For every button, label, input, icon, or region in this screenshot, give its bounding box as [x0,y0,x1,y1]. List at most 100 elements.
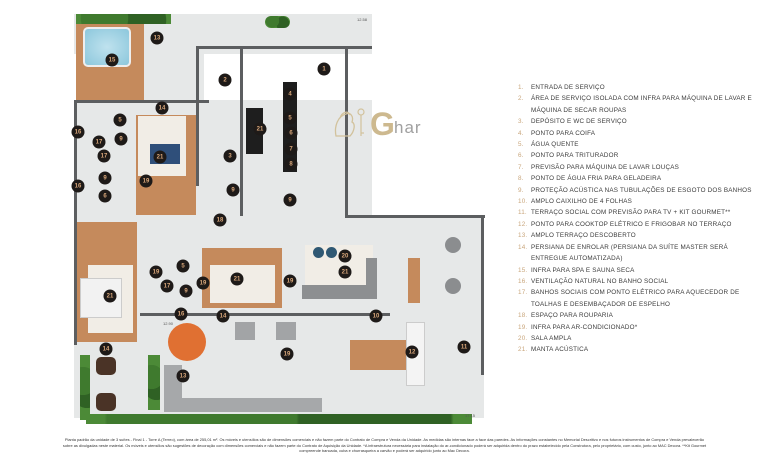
legend-item: 12.PONTO PARA COOKTOP ELÉTRICO E FRIGOBA… [518,219,758,230]
wall [345,215,485,218]
plan-marker: 9 [283,193,297,207]
legend-text: ÁGUA QUENTE [531,141,579,149]
plan-marker: 17 [97,149,111,163]
armchair [445,278,461,294]
dimension-label: 12.58 [357,17,368,22]
plan-marker: 19 [280,347,294,361]
plan-marker: 14 [216,309,230,323]
plan-marker: 19 [139,174,153,188]
legend-number: 17. [518,289,528,297]
plan-marker: 14 [155,101,169,115]
armchair [276,322,296,340]
legend-item: 5.ÁGUA QUENTE [518,139,758,150]
legend-text: ÁREA DE SERVIÇO ISOLADA COM INFRA PARA M… [531,95,752,114]
legend-text: PONTO PARA COOKTOP ELÉTRICO E FRIGOBAR N… [531,220,732,228]
plan-marker: 14 [99,342,113,356]
legend-item: 16.VENTILAÇÃO NATURAL NO BANHO SOCIAL [518,276,758,287]
plan-marker: 21 [253,122,267,136]
legend-text: PREVISÃO PARA MÁQUINA DE LAVAR LOUÇAS [531,163,680,171]
plan-marker: 3 [223,149,237,163]
plan-marker: 2 [218,73,232,87]
plan-marker: 1 [317,62,331,76]
legend-text: MANTA ACÚSTICA [531,346,589,354]
legend-number: 10. [518,198,528,206]
legend-number: 15. [518,266,528,274]
legend-number: 1. [518,84,524,91]
dining-table [350,340,408,370]
legend-number: 21. [518,346,528,354]
wall [240,46,243,216]
bench-sofa [164,398,322,412]
plan-marker: 16 [71,125,85,139]
legend-text: INFRA PARA AR-CONDICIONADO* [531,323,638,331]
plan-marker: 5 [283,111,297,125]
legend: 1. ENTRADA DE SERVIÇO 2. ÁREA DE SERVIÇO IS… [518,82,758,356]
legend-number: 12. [518,220,528,228]
legend-number: 16. [518,277,528,285]
plan-marker: 20 [338,249,352,263]
plan-marker: 9 [226,183,240,197]
legend-number: 19. [518,323,528,331]
wall [140,313,390,316]
legend-item: 9.PROTEÇÃO ACÚSTICA NAS TUBULAÇÕES DE ES… [518,185,758,196]
legend-text: PONTO PARA TRITURADOR [531,152,619,160]
legend-number: 20. [518,334,528,342]
legend-number: 18. [518,312,528,320]
legend-number: 14. [518,243,528,251]
plan-marker: 16 [71,179,85,193]
legend-item: 19.INFRA PARA AR-CONDICIONADO* [518,322,758,333]
plan-marker: 5 [176,259,190,273]
plan-marker: 9 [179,284,193,298]
plan-marker: 18 [213,213,227,227]
footnote: Planta padrão da unidade de 3 suítes - F… [62,437,707,454]
plan-marker: 11 [457,340,471,354]
legend-number: 11. [518,209,527,217]
legend-item: 2. ÁREA DE SERVIÇO ISOLADA COM INFRA PARA… [518,93,758,116]
legend-text: ESPAÇO PARA ROUPARIA [531,312,614,320]
plan-marker: 19 [149,265,163,279]
plan-marker: 6 [284,126,298,140]
legend-item: 17.BANHOS SOCIAIS COM PONTO ELÉTRICO PAR… [518,287,758,310]
legend-number: 13. [518,232,528,240]
wall [481,215,484,375]
plan-marker: 12 [405,345,419,359]
wall [74,100,77,345]
legend-number: 7. [518,163,524,171]
legend-text: PONTO DE ÁGUA FRIA PARA GELADEIRA [531,175,662,183]
legend-text: PONTO PARA COIFA [531,129,596,137]
sofa [302,285,377,299]
plan-marker: 15 [105,53,119,67]
spa-terrace-floor [144,50,204,100]
wall [74,100,209,103]
plan-marker: 4 [283,87,297,101]
logo-g: G [370,106,395,142]
plan-marker: 13 [176,369,190,383]
lion-key-icon [334,108,365,137]
legend-number: 9. [518,186,524,194]
planter [76,14,171,24]
legend-text: SALA AMPLA [531,334,572,342]
plan-marker: 8 [284,157,298,171]
lounge-chair [96,357,116,375]
legend-item: 14.PERSIANA DE ENROLAR (PERSIANA DA SUÍT… [518,242,758,265]
plan-marker: 19 [196,276,210,290]
legend-text: BANHOS SOCIAIS COM PONTO ELÉTRICO PARA A… [531,289,740,308]
plan-marker: 5 [113,113,127,127]
legend-item: 10.AMPLO CAIXILHO DE 4 FOLHAS [518,196,758,207]
wall [345,46,348,218]
plan-marker: 16 [174,307,188,321]
legend-text: PERSIANA DE ENROLAR (PERSIANA DA SUÍTE M… [531,243,728,263]
plan-marker: 17 [92,135,106,149]
legend-text: AMPLO TERRAÇO DESCOBERTO [531,232,636,240]
dimension-label: 12.90 [163,321,174,326]
legend-number: 6. [518,152,524,160]
logo-rest: har [394,118,422,137]
legend-number: 4. [518,129,524,137]
plan-marker: 21 [153,150,167,164]
legend-number: 2. [518,95,524,103]
plan-marker: 21 [230,272,244,286]
legend-text: ENTRADA DE SERVIÇO [531,84,605,91]
plan-marker: 21 [338,265,352,279]
legend-item: 13.AMPLO TERRAÇO DESCOBERTO [518,230,758,241]
dimension-label: 17.15 [465,413,476,418]
